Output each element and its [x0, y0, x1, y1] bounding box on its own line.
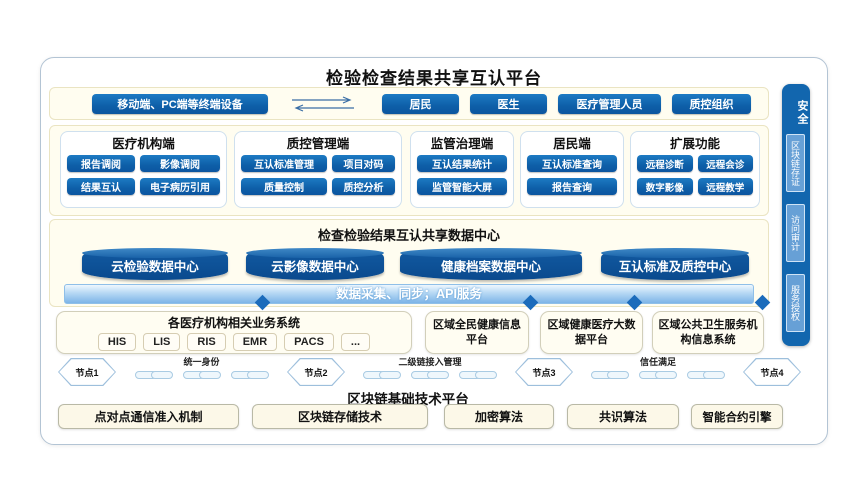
- feature-button: 互认标准管理: [241, 155, 327, 172]
- regional-health-info-platform-box: 区域全民健康信息平台: [425, 311, 529, 354]
- feature-button: 监管智能大屏: [417, 178, 507, 195]
- platform-container: 检验检查结果共享互认平台 移动端、PC端等终端设备 居民 医生 医疗管理人员 质…: [40, 57, 828, 445]
- panel-supervision: 监管治理端 互认结果统计 监管智能大屏: [410, 131, 514, 208]
- hospital-systems-box: 各医疗机构相关业务系统 HIS LIS RIS EMR PACS ...: [56, 311, 412, 354]
- panel-title: 医疗机构端: [112, 137, 175, 151]
- bidirectional-arrows-icon: [292, 95, 354, 112]
- system-chip-lis: LIS: [143, 333, 181, 351]
- api-service-bar: 数据采集、同步；API服务: [64, 284, 754, 304]
- component-smart-contract-engine: 智能合约引擎: [691, 404, 783, 429]
- panel-resident: 居民端 互认标准查询 报告查询: [520, 131, 624, 208]
- portals-band: 医疗机构端 报告调阅 影像调阅 结果互认 电子病历引用 质控管理端 互认标准管理…: [49, 125, 769, 216]
- feature-button: 项目对码: [332, 155, 395, 172]
- panel-title: 扩展功能: [669, 137, 720, 151]
- feature-button: 报告调阅: [67, 155, 135, 172]
- panel-title: 监管治理端: [430, 137, 494, 151]
- system-chip-emr: EMR: [232, 333, 278, 351]
- system-chip-pacs: PACS: [284, 333, 334, 351]
- feature-button: 远程诊断: [637, 155, 693, 172]
- security-sidebar: 安全 区块链存证 访问审计 服务授权: [782, 84, 810, 346]
- terminals-band: 移动端、PC端等终端设备 居民 医生 医疗管理人员 质控组织: [49, 87, 769, 120]
- blockchain-node-4: 节点4: [743, 358, 801, 386]
- security-item-service-authorization: 服务授权: [786, 274, 805, 332]
- hospital-systems-title: 各医疗机构相关业务系统: [167, 316, 300, 330]
- feature-button: 结果互认: [67, 178, 135, 195]
- chain-link-unified-identity: 统一身份: [124, 356, 279, 388]
- system-chip-his: HIS: [97, 333, 137, 351]
- system-chip-ris: RIS: [187, 333, 226, 351]
- device-box: 移动端、PC端等终端设备: [92, 93, 268, 114]
- user-role-medical-manager: 医疗管理人员: [558, 93, 661, 114]
- system-chip-more: ...: [340, 333, 371, 351]
- component-blockchain-storage: 区块链存储技术: [252, 404, 428, 429]
- regional-bigdata-platform-box: 区域健康医疗大数据平台: [540, 311, 643, 354]
- panel-title: 质控管理端: [286, 137, 350, 151]
- feature-button: 影像调阅: [140, 155, 220, 172]
- chain-links-icon: [591, 371, 725, 379]
- chain-links-icon: [134, 371, 269, 379]
- feature-button: 报告查询: [527, 178, 617, 195]
- data-center-title: 检查检验结果互认共享数据中心: [317, 228, 500, 243]
- component-p2p-access: 点对点通信准入机制: [58, 404, 239, 429]
- panel-title: 居民端: [553, 137, 591, 151]
- feature-button: 远程教学: [697, 178, 753, 195]
- cylinder-lab-data-center: 云检验数据中心: [82, 248, 228, 280]
- user-role-doctor: 医生: [470, 93, 547, 114]
- data-center-band: 检查检验结果互认共享数据中心 云检验数据中心 云影像数据中心 健康档案数据中心 …: [49, 219, 769, 307]
- security-item-blockchain-evidence: 区块链存证: [786, 134, 805, 192]
- user-role-qc-org: 质控组织: [672, 93, 751, 114]
- panel-extended-functions: 扩展功能 远程诊断 远程会诊 数字影像 远程教学: [630, 131, 760, 208]
- regional-public-health-systems-box: 区域公共卫生服务机构信息系统: [652, 311, 764, 354]
- blockchain-node-2: 节点2: [287, 358, 345, 386]
- feature-button: 远程会诊: [697, 155, 753, 172]
- blockchain-node-1: 节点1: [58, 358, 116, 386]
- user-role-resident: 居民: [382, 93, 459, 114]
- chain-link-secondary-chain-access: 二级链接入管理: [353, 356, 507, 388]
- panel-medical-institution: 医疗机构端 报告调阅 影像调阅 结果互认 电子病历引用: [60, 131, 227, 208]
- panel-quality-control: 质控管理端 互认标准管理 项目对码 质量控制 质控分析: [234, 131, 402, 208]
- feature-button: 质控分析: [332, 178, 395, 195]
- feature-button: 质量控制: [241, 178, 327, 195]
- security-title: 安全: [796, 100, 808, 126]
- feature-button: 数字影像: [637, 178, 693, 195]
- cylinder-mutual-recognition-center: 互认标准及质控中心: [601, 248, 749, 280]
- feature-button: 电子病历引用: [140, 178, 220, 195]
- chain-link-trust: 信任满足: [581, 356, 735, 388]
- cylinder-imaging-data-center: 云影像数据中心: [246, 248, 384, 280]
- cylinder-health-record-center: 健康档案数据中心: [400, 248, 582, 280]
- component-encryption-algorithm: 加密算法: [444, 404, 554, 429]
- security-item-access-audit: 访问审计: [786, 204, 805, 262]
- blockchain-platform-title: 区块链基础技术平台: [347, 392, 469, 407]
- page-title: 检验检查结果共享互认平台: [326, 69, 542, 88]
- chain-links-icon: [363, 371, 497, 379]
- feature-button: 互认标准查询: [527, 155, 617, 172]
- blockchain-node-3: 节点3: [515, 358, 573, 386]
- feature-button: 互认结果统计: [417, 155, 507, 172]
- component-consensus-algorithm: 共识算法: [567, 404, 679, 429]
